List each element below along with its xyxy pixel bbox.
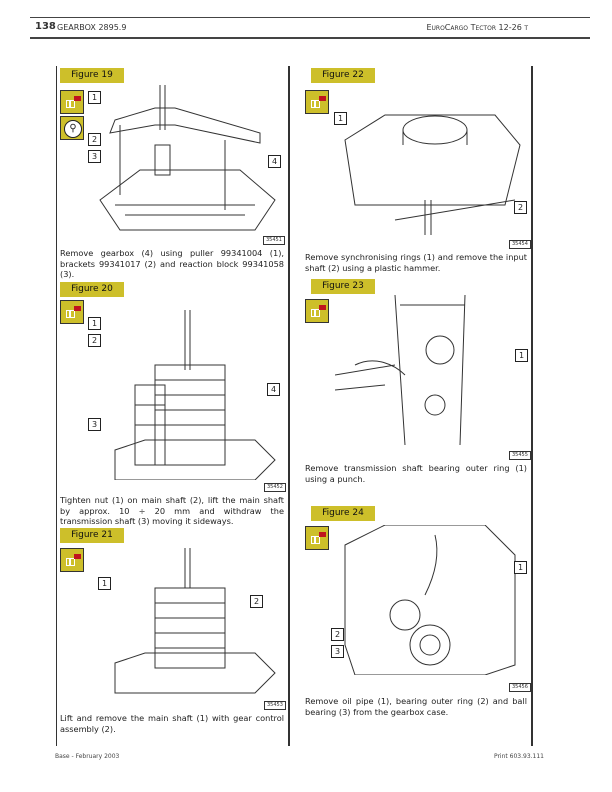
figure-ref-number: 35454 — [509, 240, 531, 249]
figure-ref-number: 35455 — [509, 451, 531, 460]
header-bottom-rule — [30, 37, 590, 39]
header-top-rule — [30, 17, 590, 18]
figure-title: Figure 19 — [60, 68, 124, 83]
special-tool-icon: ⚲ — [60, 116, 84, 140]
callout: 2 — [88, 133, 101, 146]
figure-caption: Tighten nut (1) on main shaft (2), lift … — [60, 495, 284, 526]
model-title: EuroCargo Tector 12-26 t — [426, 23, 528, 32]
figure-title: Figure 22 — [311, 68, 375, 83]
callout: 2 — [331, 628, 344, 641]
callout: 2 — [88, 334, 101, 347]
figure-caption: Remove oil pipe (1), bearing outer ring … — [305, 696, 527, 717]
disassembly-icon — [305, 299, 329, 323]
callout: 1 — [88, 317, 101, 330]
callout: 4 — [267, 383, 280, 396]
left-column-border — [56, 66, 57, 746]
figure-illustration — [334, 294, 525, 446]
figure-caption: Lift and remove the main shaft (1) with … — [60, 713, 284, 734]
section-title: GEARBOX 2895.9 — [57, 23, 127, 32]
disassembly-icon — [60, 90, 84, 114]
disassembly-icon — [60, 300, 84, 324]
figure-title: Figure 20 — [60, 282, 124, 297]
callout: 1 — [514, 561, 527, 574]
figure-ref-number: 35452 — [264, 483, 286, 492]
figure-illustration — [95, 85, 285, 235]
figure-title: Figure 24 — [311, 506, 375, 521]
figure-caption: Remove synchronising rings (1) and remov… — [305, 252, 527, 273]
callout: 3 — [88, 150, 101, 163]
footer-print-number: Print 603.93.111 — [493, 753, 544, 760]
page-number: 138 — [35, 21, 56, 32]
figure-illustration — [335, 524, 525, 676]
figure-illustration — [335, 90, 525, 235]
figure-ref-number: 35451 — [263, 236, 285, 245]
figure-title: Figure 23 — [311, 279, 375, 294]
figure-title: Figure 21 — [60, 528, 124, 543]
figure-illustration — [95, 310, 285, 481]
callout: 3 — [88, 418, 101, 431]
callout: 1 — [515, 349, 528, 362]
footer-edition: Base - February 2003 — [55, 753, 120, 760]
callout: 3 — [331, 645, 344, 658]
figure-caption: Remove gearbox (4) using puller 99341004… — [60, 248, 284, 279]
figure-ref-number: 35453 — [264, 701, 286, 710]
callout: 1 — [88, 91, 101, 104]
right-column-border — [531, 66, 533, 746]
callout: 2 — [250, 595, 263, 608]
callout: 4 — [268, 155, 281, 168]
callout: 1 — [334, 112, 347, 125]
callout: 2 — [514, 201, 527, 214]
figure-caption: Remove transmission shaft bearing outer … — [305, 463, 527, 484]
figure-illustration — [95, 548, 285, 698]
callout: 1 — [98, 577, 111, 590]
disassembly-icon — [305, 526, 329, 550]
figure-ref-number: 35456 — [509, 683, 531, 692]
disassembly-icon — [305, 90, 329, 114]
disassembly-icon — [60, 548, 84, 572]
column-divider — [288, 66, 290, 746]
